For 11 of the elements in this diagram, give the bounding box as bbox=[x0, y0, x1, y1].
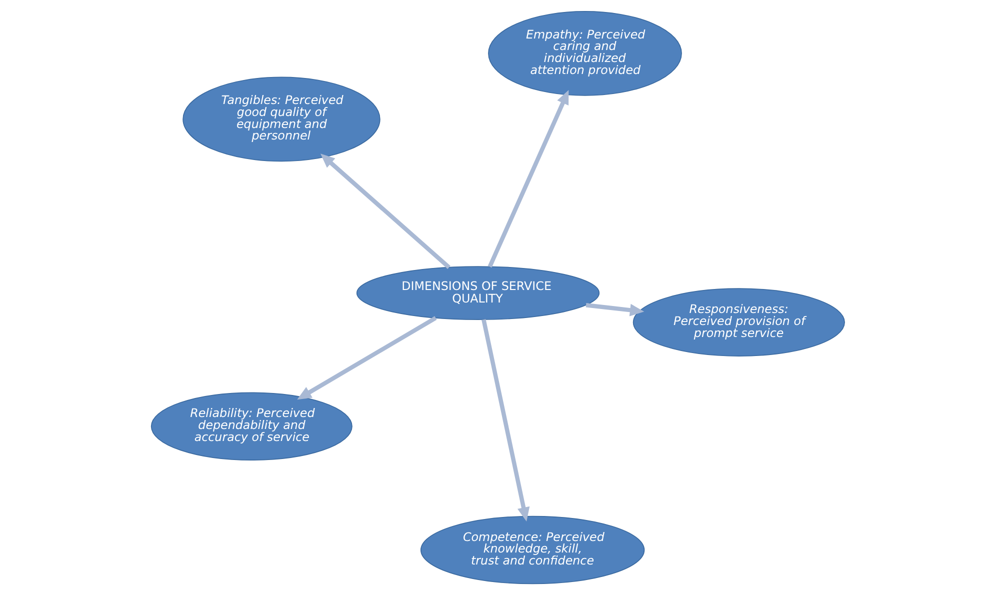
node-ellipse: Reliability: Perceived dependability and accuracy of service bbox=[150, 392, 352, 460]
arrow bbox=[296, 316, 436, 400]
arrow bbox=[481, 319, 530, 522]
node-ellipse: Responsiveness: Perceived provision of prompt service bbox=[632, 288, 844, 356]
arrow bbox=[585, 303, 644, 316]
node-ellipse: Competence: Perceived knowledge, skill, trust and confidence bbox=[420, 516, 644, 584]
arrow bbox=[487, 90, 568, 268]
node-ellipse: Tangibles: Perceived good quality of equipment and personnel bbox=[182, 76, 380, 162]
arrow bbox=[320, 154, 450, 269]
node-ellipse: DIMENSIONS OF SERVICE QUALITY bbox=[356, 266, 600, 320]
node-ellipse: Empathy: Perceived caring and individualized attention provided bbox=[488, 10, 682, 96]
